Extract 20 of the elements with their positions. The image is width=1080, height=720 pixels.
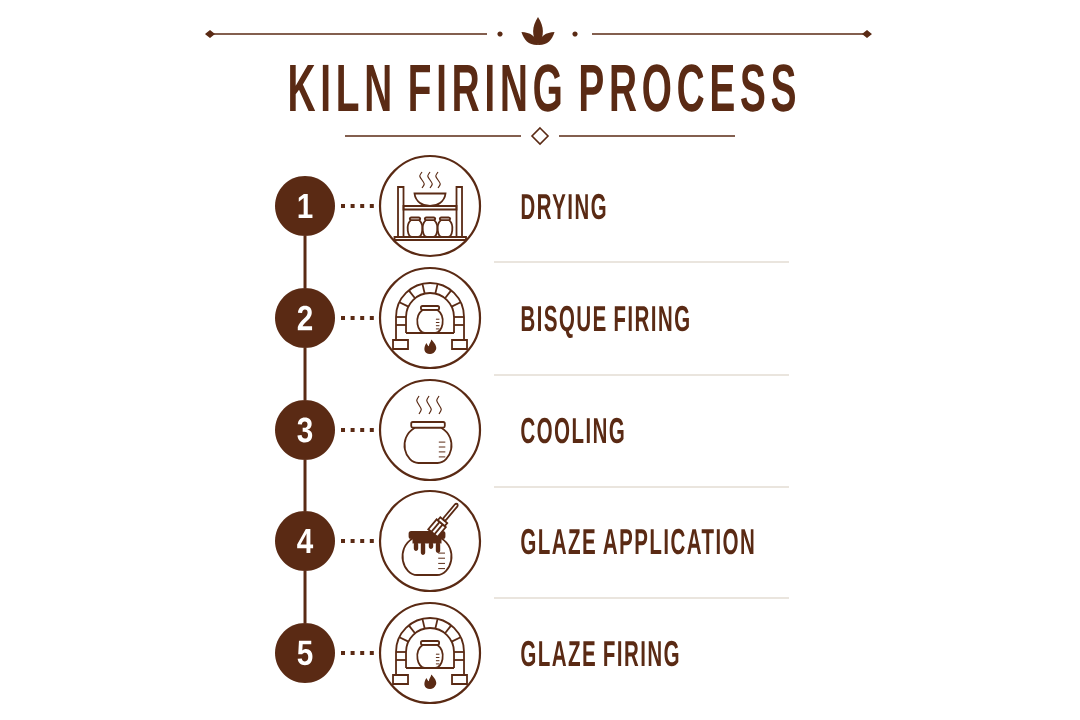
- kiln-icon: [378, 266, 482, 370]
- connector-line: [303, 460, 307, 511]
- dotted-line: [341, 204, 375, 208]
- dotted-line: [341, 539, 375, 543]
- dotted-line: [341, 428, 375, 432]
- dotted-line: [341, 316, 375, 320]
- step-label: BISQUE FIRING: [521, 305, 689, 339]
- steaming-pot-icon: [378, 378, 482, 482]
- dotted-line: [341, 651, 375, 655]
- step-label: GLAZE FIRING: [521, 640, 679, 667]
- step-label: GLAZE APPLICATION: [521, 528, 754, 555]
- connector-line: [303, 348, 307, 400]
- kiln-icon: [378, 601, 482, 705]
- step-label: COOLING: [521, 417, 624, 444]
- connector-line: [303, 236, 307, 288]
- glaze-pot-icon: [378, 489, 482, 593]
- connector-line: [303, 571, 307, 623]
- drying-rack-icon: [378, 154, 482, 258]
- title: KILN FIRING PROCESS: [290, 64, 795, 112]
- step-label: DRYING: [521, 193, 606, 220]
